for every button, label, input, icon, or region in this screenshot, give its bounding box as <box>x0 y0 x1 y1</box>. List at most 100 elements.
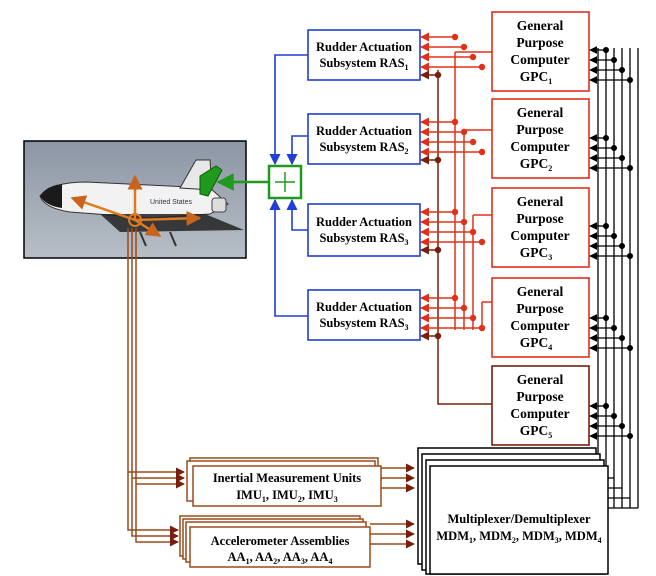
aa-item-1-sub: 1 <box>246 557 250 566</box>
gpc-3-l3: Computer <box>510 228 569 243</box>
livery-text: United States <box>150 199 193 206</box>
ras-2-sub: 2 <box>405 147 409 156</box>
aa-item-2: AA <box>255 550 273 564</box>
gpc-box-2: General Purpose Computer GPC2 <box>491 98 590 179</box>
gpc-2-l3: Computer <box>510 139 569 154</box>
gpc-5-l1: General <box>517 372 564 387</box>
svg-text:Rudder Actuation: Rudder Actuation <box>316 40 412 54</box>
svg-text:Rudder Actuation: Rudder Actuation <box>316 300 412 314</box>
imu-item-3: IMU <box>308 488 334 502</box>
junction-dot <box>434 71 442 79</box>
gpc-2-l4: GPC <box>520 156 549 171</box>
aa-item-2-sub: 2 <box>273 557 277 566</box>
gpc-5-l2: Purpose <box>516 389 563 404</box>
junction-dot <box>460 128 468 136</box>
imu-item-2-sub: 2 <box>298 495 302 504</box>
ras-1-line2: Subsystem RAS <box>319 56 404 70</box>
mdm-item-4: MDM <box>565 529 598 543</box>
bus-junction-dot <box>619 67 625 73</box>
bus-junction-dot <box>603 135 609 141</box>
gpc-4-l1: General <box>517 284 564 299</box>
junction-dot <box>451 33 459 41</box>
gpc-4-l4: GPC <box>520 335 549 350</box>
mdm-to-gpc-data-bus <box>589 46 639 509</box>
svg-text:GPC4: GPC4 <box>520 335 553 352</box>
bus-junction-dot <box>611 145 617 151</box>
gpc-1-l3: Computer <box>510 52 569 67</box>
bus-junction-dot <box>619 335 625 341</box>
junction-dot <box>478 324 486 332</box>
gpc-4-sub: 4 <box>548 343 552 352</box>
gpc-3-l1: General <box>517 194 564 209</box>
ras-2-line1: Rudder Actuation <box>316 124 412 138</box>
ras-2-line2: Subsystem RAS <box>319 140 404 154</box>
svg-text:Subsystem RAS1: Subsystem RAS1 <box>319 56 408 72</box>
aa-item-3-sub: 3 <box>301 557 305 566</box>
junction-dot <box>451 208 459 216</box>
summing-junction <box>216 164 303 200</box>
mdm-item-2-sub: 2 <box>512 536 516 545</box>
mdm-item-3-sub: 3 <box>555 536 559 545</box>
junction-dot <box>434 156 442 164</box>
bus-junction-dot <box>627 345 633 351</box>
svg-text:Rudder Actuation: Rudder Actuation <box>316 124 412 138</box>
imu-item-2: IMU <box>272 488 298 502</box>
sensor-lines <box>127 228 415 549</box>
svg-text:Rudder Actuation: Rudder Actuation <box>316 215 412 229</box>
gpc-2-l1: General <box>517 105 564 120</box>
gpc-1-l2: Purpose <box>516 35 563 50</box>
body-axes <box>70 174 202 238</box>
ras-4-sub: 3 <box>405 323 409 332</box>
svg-text:MDM1, MDM2, MDM3, MDM4: MDM1, MDM2, MDM3, MDM4 <box>436 529 601 545</box>
ras-3-sub: 3 <box>405 238 409 247</box>
aa-item-4: AA <box>310 550 328 564</box>
junction-dot <box>469 228 477 236</box>
svg-text:Subsystem RAS3: Subsystem RAS3 <box>319 316 408 332</box>
imu-stack: Inertial Measurement Units IMU1, IMU2, I… <box>186 457 382 507</box>
svg-text:AA1, AA2, AA3, AA4: AA1, AA2, AA3, AA4 <box>228 550 333 566</box>
svg-text:Subsystem RAS3: Subsystem RAS3 <box>319 231 408 247</box>
svg-text:GPC5: GPC5 <box>520 423 553 440</box>
svg-text:GPC2: GPC2 <box>520 156 553 173</box>
bus-junction-dot <box>603 223 609 229</box>
mdm-item-3: MDM <box>522 529 555 543</box>
bus-junction-dot <box>603 315 609 321</box>
gpc-3-l2: Purpose <box>516 211 563 226</box>
ras-3-line2: Subsystem RAS <box>319 231 404 245</box>
bus-junction-dot <box>627 165 633 171</box>
bus-junction-dot <box>627 77 633 83</box>
svg-text:IMU1, IMU2, IMU3: IMU1, IMU2, IMU3 <box>236 488 338 504</box>
bus-junction-dot <box>603 47 609 53</box>
ras-box-2: Rudder Actuation Subsystem RAS2 <box>307 113 421 165</box>
junction-dot <box>434 332 442 340</box>
junction-dot <box>469 53 477 61</box>
mdm-item-4-sub: 4 <box>598 536 602 545</box>
gpc-box-3: General Purpose Computer GPC3 <box>491 187 590 268</box>
gpc-2-sub: 2 <box>548 164 552 173</box>
ras-box-1: Rudder Actuation Subsystem RAS1 <box>307 29 421 81</box>
aa-item-1: AA <box>228 550 246 564</box>
bus-junction-dot <box>611 413 617 419</box>
bus-junction-dot <box>611 233 617 239</box>
ras-output-lines <box>269 54 308 317</box>
bus-junction-dot <box>619 243 625 249</box>
gpc-5-l4: GPC <box>520 423 549 438</box>
imu-title: Inertial Measurement Units <box>213 471 361 485</box>
mdm-item-1-sub: 1 <box>469 536 473 545</box>
junction-dot <box>460 43 468 51</box>
svg-text:Subsystem RAS2: Subsystem RAS2 <box>319 140 408 156</box>
ras-3-line1: Rudder Actuation <box>316 215 412 229</box>
gpc-5-sub: 5 <box>548 431 552 440</box>
gpc-5-l3: Computer <box>510 406 569 421</box>
junction-dot <box>469 138 477 146</box>
junction-dot <box>460 218 468 226</box>
junction-dot <box>460 304 468 312</box>
aa-title: Accelerometer Assemblies <box>211 534 350 548</box>
gpc-4-l3: Computer <box>510 318 569 333</box>
svg-text:GPC3: GPC3 <box>520 245 553 262</box>
svg-text:GPC1: GPC1 <box>520 69 553 86</box>
bus-junction-dot <box>611 57 617 63</box>
junction-dot <box>478 148 486 156</box>
gpc-box-1: General Purpose Computer GPC1 <box>491 11 590 92</box>
